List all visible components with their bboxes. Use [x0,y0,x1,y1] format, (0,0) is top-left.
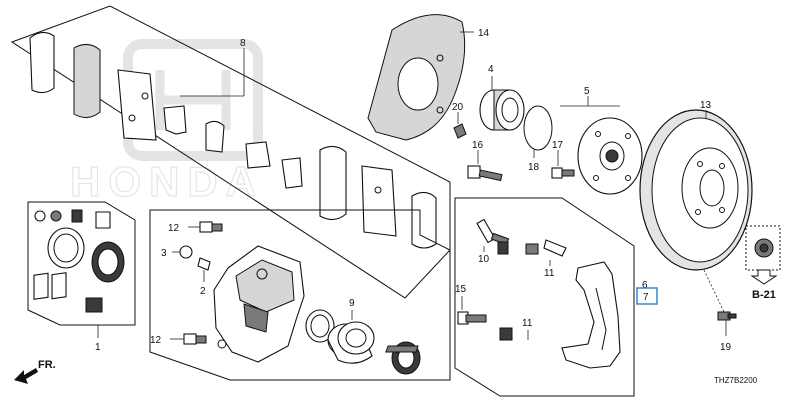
wheel-hub [577,117,643,195]
callout-1: 1 [95,342,101,353]
seal-kit-parts [33,209,125,313]
brake-pad-outer-right [411,191,437,249]
brake-pad-inner-left [29,31,55,94]
bracket-group-outline [454,197,635,397]
seal-kit-outline [27,201,136,326]
pin-boot-upper [497,239,567,257]
callout-2: 2 [200,286,206,297]
splash-shield [367,14,466,141]
front-label: FR. [38,359,56,371]
brake-rotor [639,109,753,271]
front-direction-arrow-icon [14,368,38,384]
reference-box [745,225,781,271]
guide-pin-upper [476,218,510,246]
snap-ring [523,105,553,151]
callout-6: 6 [642,280,648,291]
callout-4: 4 [488,64,494,75]
callout-5: 5 [584,86,590,97]
diagram-code: THZ7B2200 [714,376,758,385]
wheel-bearing [479,89,525,131]
reference-label[interactable]: B-21 [752,289,776,301]
piston [327,321,375,364]
caliper-bolt-lower [183,333,207,345]
callout-10: 10 [478,254,490,265]
callout-12b: 12 [150,335,162,346]
callout-15: 15 [455,284,467,295]
brake-pad-inner-right [319,145,347,221]
caliper-bracket [561,261,621,369]
pad-shims [163,105,303,189]
hub-bolt [551,167,575,179]
callout-7-highlight[interactable] [636,287,658,305]
callout-16: 16 [472,140,484,151]
bracket-bolt [467,165,503,182]
brake-pad-set [29,31,437,249]
piston-seal [305,309,335,343]
pin-boot-lower [385,327,513,353]
callout-3: 3 [161,248,167,259]
bleeder-screw [197,257,211,271]
callout-17: 17 [552,140,564,151]
brake-pad-outer-left [73,44,101,118]
watermark-text: HONDA [70,158,264,205]
pad-rivet [128,114,136,122]
callout-13: 13 [700,100,712,111]
callout-19: 19 [720,342,732,353]
brake-pad-backing-right [361,165,397,237]
shield-bolt [453,123,467,139]
callout-7[interactable]: 7 [643,292,649,303]
callout-18: 18 [528,162,540,173]
bleeder-cap [179,245,193,259]
brake-pad-backing-left [117,69,157,141]
callout-20: 20 [452,102,464,113]
callout-12a: 12 [168,223,180,234]
reference-arrow-icon [750,269,778,285]
caliper-group-outline [149,209,451,381]
pad-rivet [141,92,149,100]
pad-rivet [374,186,382,194]
caliper-bolt-upper [199,221,223,233]
guide-pin-lower [457,311,487,325]
rotor-screw [717,311,737,321]
honda-watermark: HONDA [69,39,264,206]
hub-nut [754,238,774,258]
callout-11b: 11 [522,318,533,329]
callout-14: 14 [478,28,490,39]
callout-11a: 11 [544,268,555,279]
callout-9: 9 [349,298,355,309]
leader-19-dash [703,269,725,313]
callout-8: 8 [240,38,246,49]
caliper-body [213,245,305,363]
